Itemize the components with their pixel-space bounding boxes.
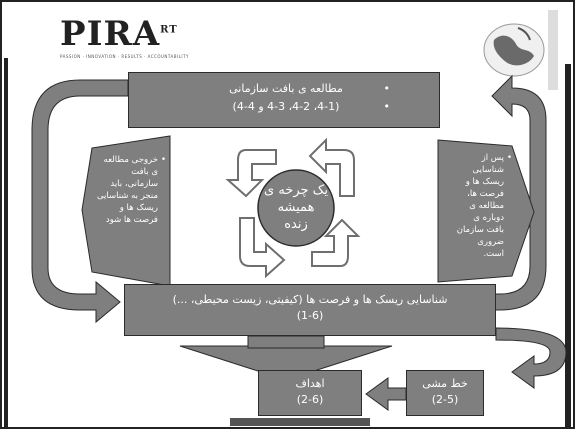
left-box-text: خروجی مطالعه ی بافت سازمانی، باید منجر ب… — [96, 154, 166, 226]
pira-logo: PIRART — [60, 14, 178, 54]
globe-icon — [483, 23, 545, 77]
policy-box-code: (2-5) — [431, 393, 459, 406]
cycle-arrows — [225, 137, 361, 279]
top-box-list: مطالعه ی بافت سازمانی (4-1، 4-2، 4-3 و 4… — [190, 80, 390, 116]
left-loop-arrow — [31, 79, 129, 324]
goals-box-title: اهداف — [295, 377, 325, 390]
right-loop-arrow — [439, 74, 547, 311]
logo-subtext: PASSION · INNOVATION · RESULTS · ACCOUNT… — [60, 54, 189, 59]
center-circle-text: یک چرخه ی همیشه زنده — [264, 183, 328, 232]
goals-box-code: (2-6) — [296, 393, 324, 406]
policy-curve-arrow — [495, 327, 567, 389]
bottom-box — [124, 284, 496, 336]
right-box-item: پس از شناسایی ریسک ها و فرصت ها، مطالعه … — [456, 152, 512, 260]
bottom-box-line1: شناسایی ریسک ها و فرصت ها (کیفیتی، زیست … — [172, 293, 448, 306]
goals-box — [258, 370, 362, 416]
right-box-text: پس از شناسایی ریسک ها و فرصت ها، مطالعه … — [456, 152, 512, 260]
policy-box — [406, 370, 484, 416]
top-box-item-1: مطالعه ی بافت سازمانی — [190, 80, 390, 98]
down-arrow-stem — [247, 335, 325, 349]
goals-arrow — [365, 377, 407, 411]
bottom-strip — [230, 418, 370, 426]
bottom-box-line2: (1-6) — [296, 309, 324, 322]
policy-box-title: خط مشی — [422, 377, 468, 390]
left-box-item: خروجی مطالعه ی بافت سازمانی، باید منجر ب… — [96, 154, 166, 226]
center-circle — [257, 169, 335, 247]
top-box-item-2: (4-1، 4-2، 4-3 و 4-4) — [190, 98, 390, 116]
